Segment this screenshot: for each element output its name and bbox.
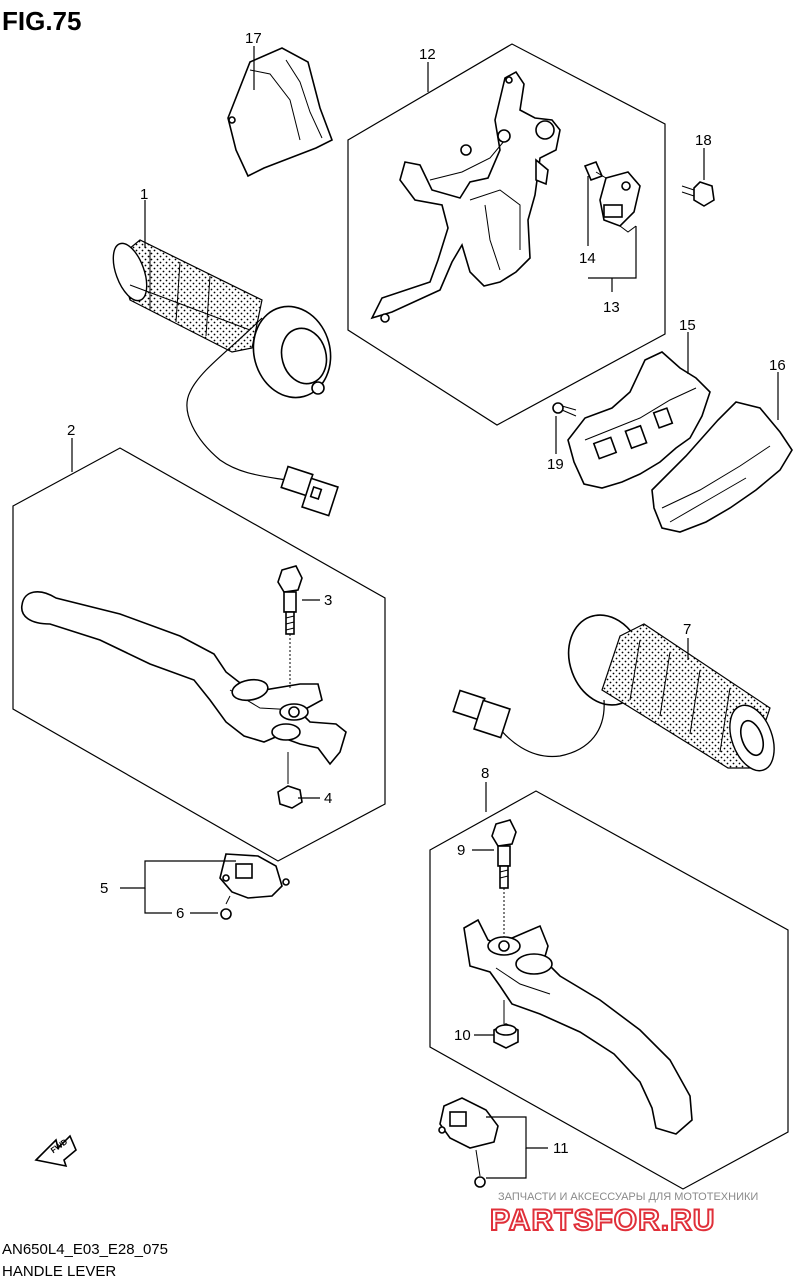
leader-lines [71,46,779,1179]
callout-2: 2 [67,422,75,439]
callout-10: 10 [454,1027,471,1044]
part-screw-near-14 [583,160,607,182]
part-6-screw [220,895,232,920]
callout-4: 4 [324,790,332,807]
callout-12: 12 [419,46,436,63]
part-14-switch [599,171,641,233]
callout-14: 14 [579,250,596,267]
part-5-switch [219,853,290,899]
part-4-nut [277,752,303,809]
part-1-grip-left [112,239,339,517]
part-10-nut [493,1000,519,1049]
part-8-lever [463,918,693,1135]
callout-19: 19 [547,456,564,473]
callout-11: 11 [553,1140,569,1157]
callout-6: 6 [176,905,184,922]
part-16-hand-guard [651,401,793,533]
callout-7: 7 [683,621,691,638]
figure-title: FIG.75 [2,6,81,36]
callout-17: 17 [245,30,262,47]
callout-15: 15 [679,317,696,334]
part-17-cover [227,47,334,178]
callout-13: 13 [603,299,620,316]
callout-1: 1 [140,186,148,203]
part-18-bolt [681,181,715,207]
part-3-bolt [277,565,303,690]
part-19-screw [552,402,577,417]
figure-name: HANDLE LEVER [2,1263,116,1280]
forward-arrow-icon: FWD [34,1134,77,1168]
callout-16: 16 [769,357,786,374]
watermark-brand: PARTSFOR.RU [490,1204,715,1237]
group-box-2 [12,447,386,862]
part-15-guard [567,351,711,489]
watermark-tagline: ЗАПЧАСТИ И АКСЕССУАРЫ ДЛЯ МОТОТЕХНИКИ [498,1191,758,1203]
part-7-grip-right [452,614,775,772]
model-code: AN650L4_E03_E28_075 [2,1241,168,1258]
group-box-12 [347,43,666,426]
callout-8: 8 [481,765,489,782]
part-9-bolt [491,819,517,940]
callout-5: 5 [100,880,108,897]
callout-18: 18 [695,132,712,149]
callout-9: 9 [457,842,465,859]
callout-3: 3 [324,592,332,609]
part-11-switch [438,1097,499,1188]
part-12-bracket-assembly [370,70,561,323]
part-2-lever [21,591,347,766]
group-box-8 [429,790,789,1190]
